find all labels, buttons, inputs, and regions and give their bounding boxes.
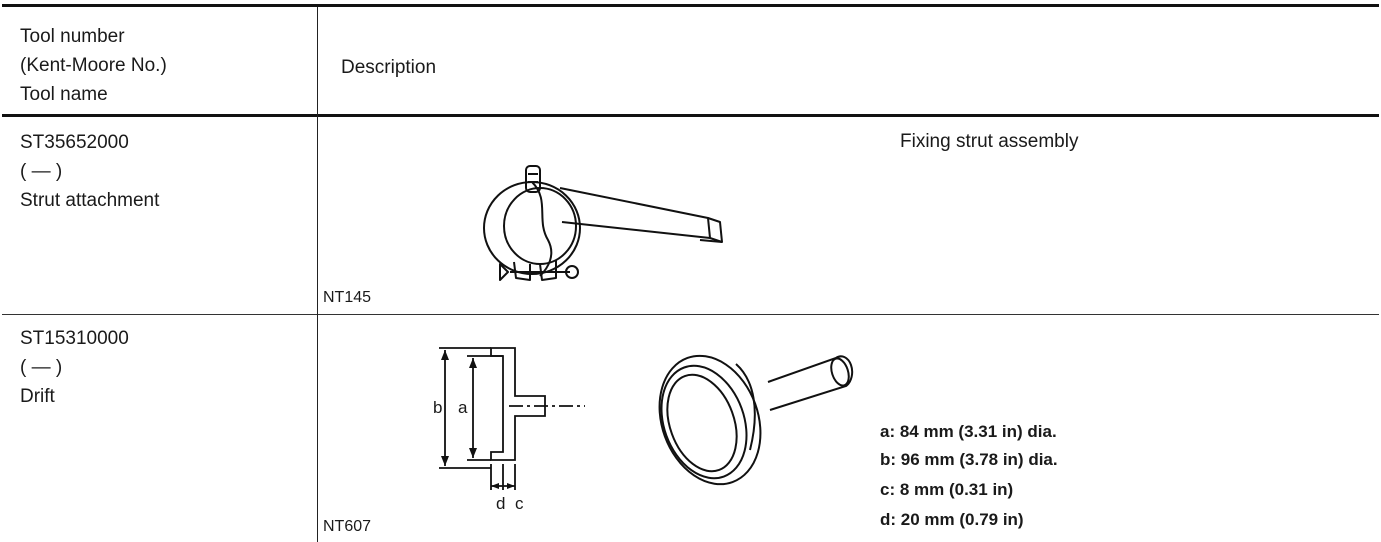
table-row: ST35652000 ( — ) Strut attachment — [20, 128, 159, 215]
drift-isometric-icon — [658, 354, 854, 486]
spec-line: b: 96 mm (3.78 in) dia. — [880, 450, 1058, 469]
spec-line: d: 20 mm (0.79 in) — [880, 510, 1024, 529]
drift-cross-section-icon — [439, 347, 585, 490]
header-tool-number: Tool number — [20, 26, 125, 47]
tool-name: Drift — [20, 386, 55, 407]
kent-moore-number: ( — ) — [20, 357, 63, 378]
kent-moore-number: ( — ) — [20, 161, 63, 182]
description-text: Fixing strut assembly — [900, 131, 1079, 152]
spec-line: a: 84 mm (3.31 in) dia. — [880, 422, 1057, 441]
table-row: ST15310000 ( — ) Drift — [20, 324, 129, 411]
tool-number: ST35652000 — [20, 132, 129, 153]
strut-attachment-clamp-icon — [483, 165, 723, 281]
dimension-label-a: a — [458, 398, 468, 417]
table-header-rule — [2, 114, 1379, 117]
dimension-label-d: d — [496, 494, 506, 513]
header-kent-moore: (Kent-Moore No.) — [20, 55, 167, 76]
dimension-label-c: c — [515, 494, 524, 513]
header-tool-name: Tool name — [20, 84, 108, 105]
figure-code: NT607 — [323, 518, 372, 535]
table-row-divider — [2, 314, 1379, 315]
table-column-divider — [317, 7, 318, 542]
tool-number: ST15310000 — [20, 328, 129, 349]
dimension-label-b: b — [433, 398, 443, 417]
tool-name: Strut attachment — [20, 190, 160, 211]
header-description: Description — [341, 57, 437, 78]
spec-line: c: 8 mm (0.31 in) — [880, 480, 1014, 499]
header-tool-column: Tool number (Kent-Moore No.) Tool name — [20, 22, 167, 109]
figure-code: NT145 — [323, 289, 372, 306]
table-top-rule — [2, 4, 1379, 7]
